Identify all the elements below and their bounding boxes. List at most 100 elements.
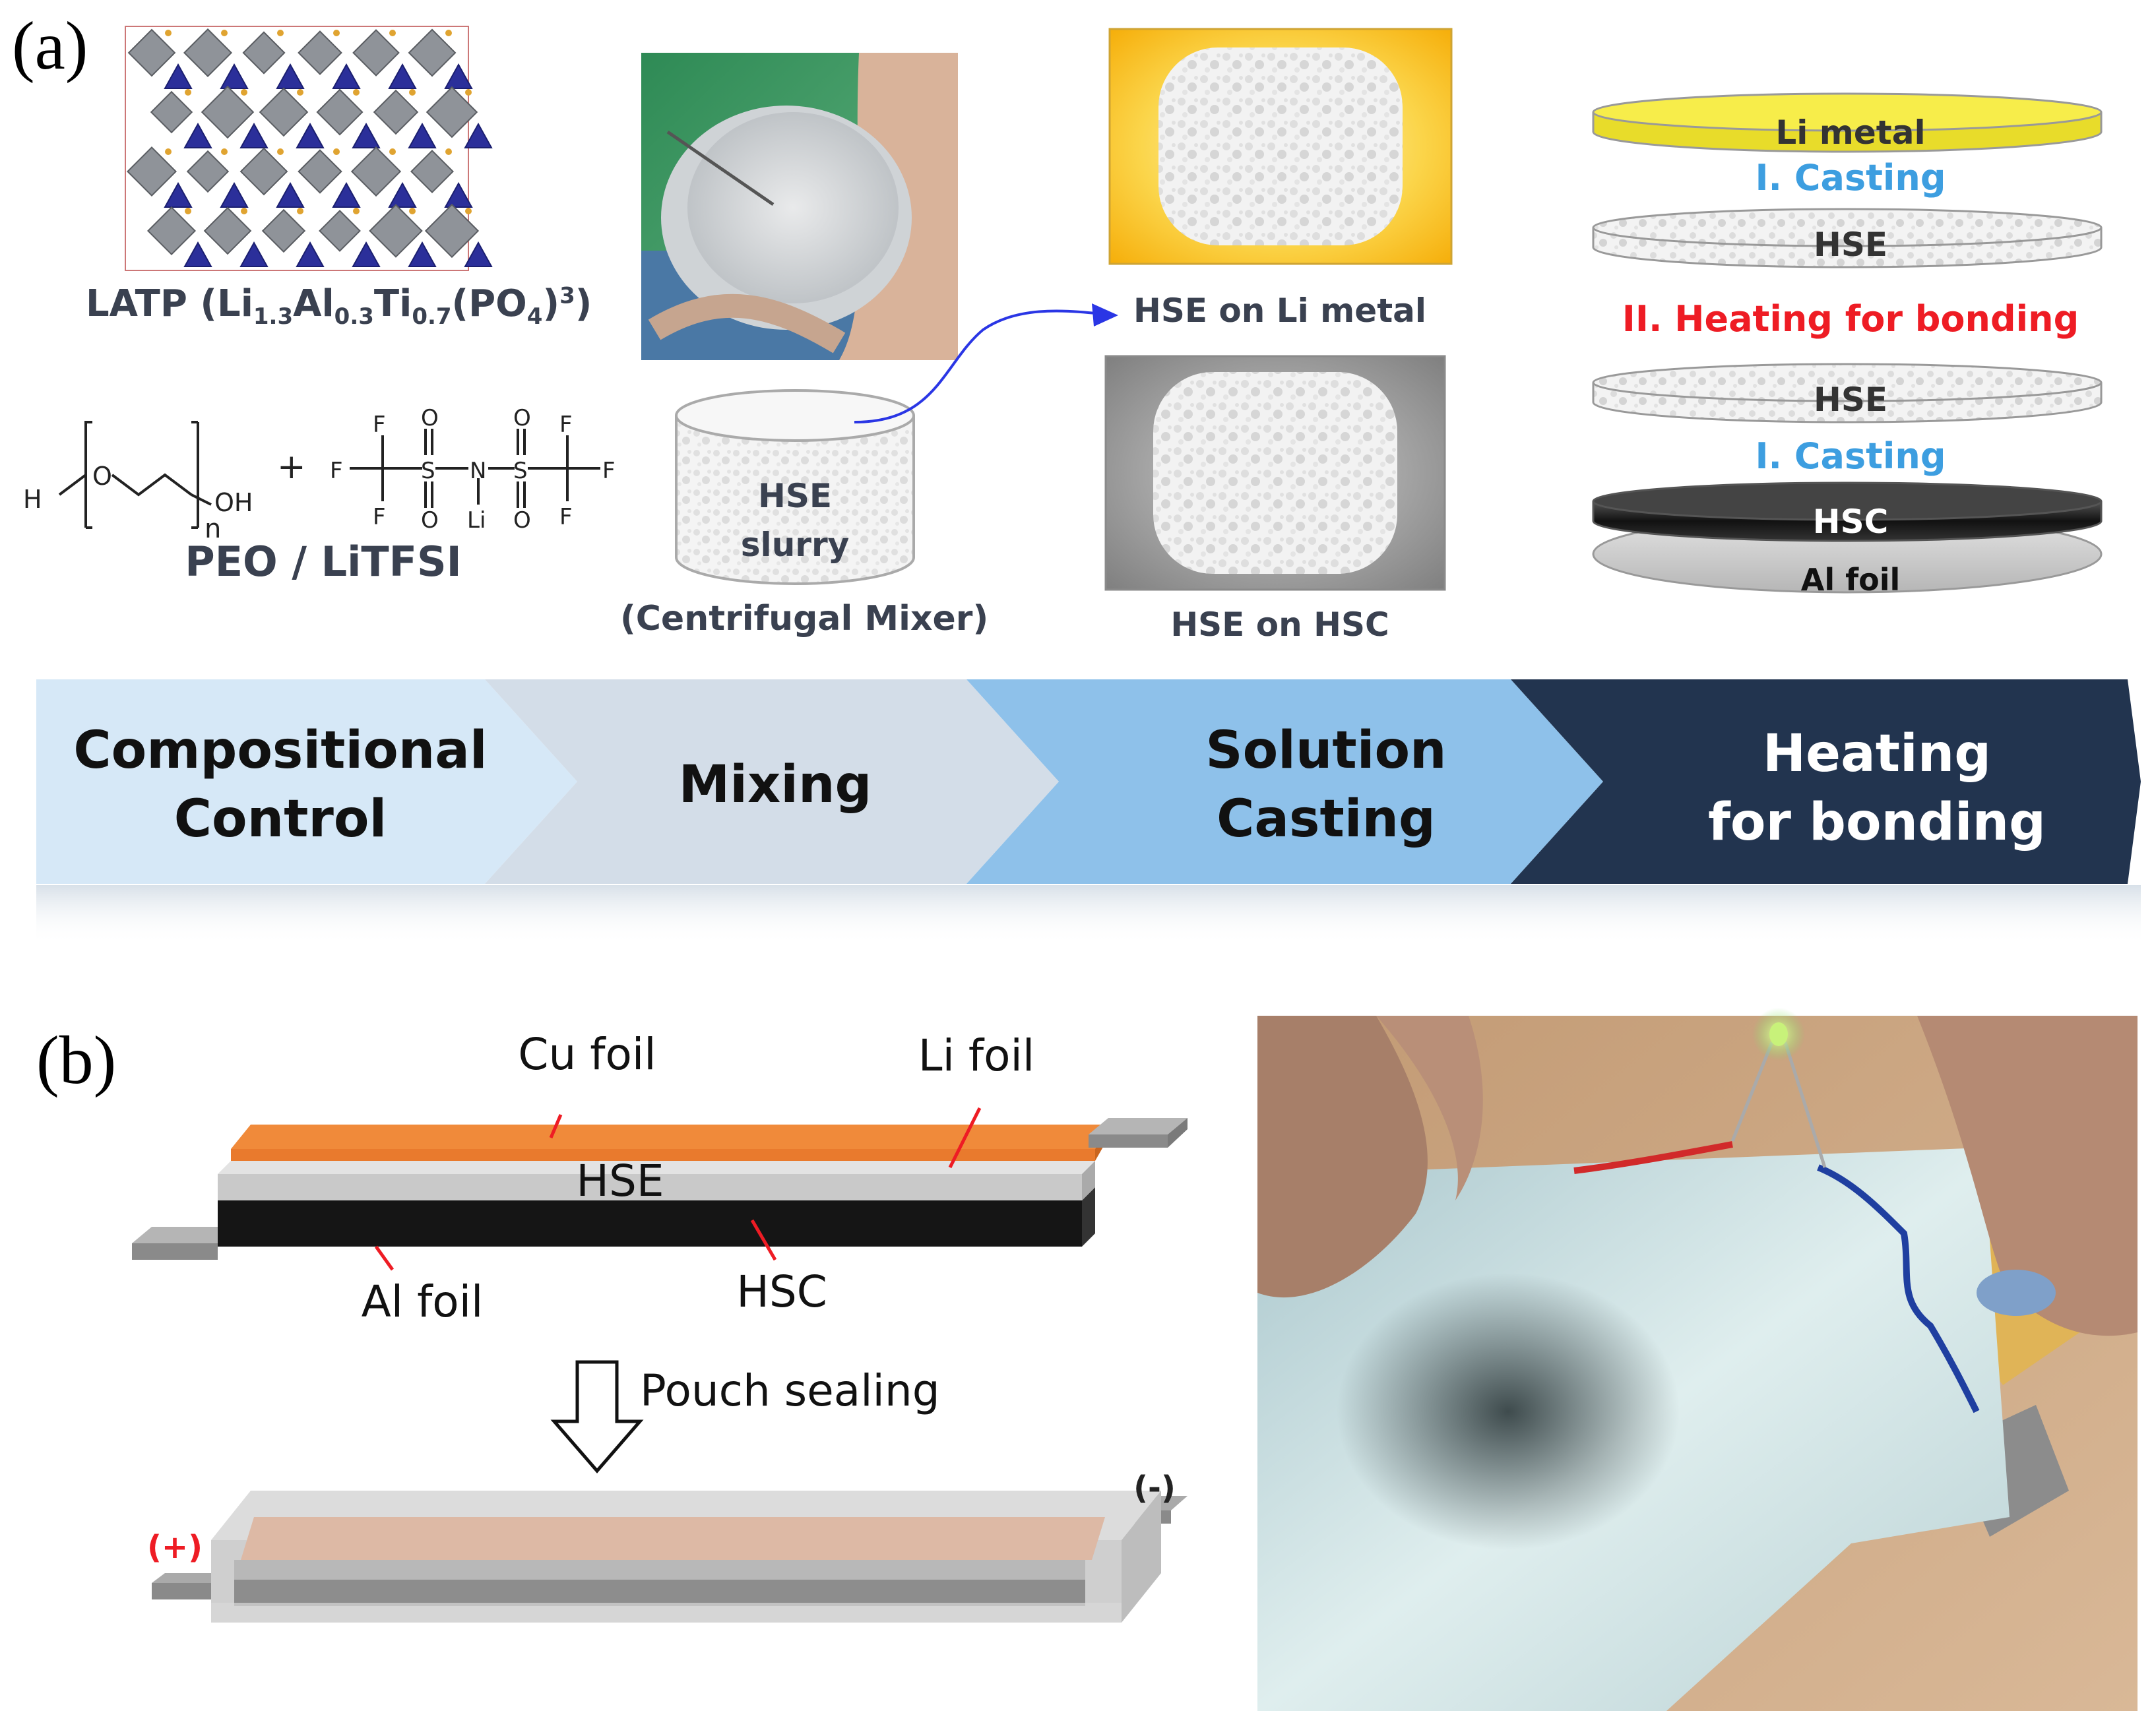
po4-tetrahedron	[183, 122, 212, 148]
li-atom	[465, 89, 472, 96]
peo-h-atom: H	[23, 485, 42, 514]
po4-tetrahedron	[220, 63, 249, 89]
ti-octahedron	[183, 28, 233, 78]
stack-casting-1: I. Casting	[1755, 157, 1946, 199]
po4-tetrahedron	[332, 181, 361, 208]
layer-stack-diagram	[1592, 92, 2103, 594]
fluorine-atom: F	[373, 504, 386, 530]
ti-octahedron	[373, 89, 419, 135]
mixer-caption: (Centrifugal Mixer)	[620, 599, 989, 638]
ti-octahedron	[146, 206, 197, 256]
li-atom	[445, 30, 452, 36]
fluorine-atom: F	[559, 504, 573, 530]
stack-al-foil: Al foil	[1800, 562, 1901, 598]
latp-label: LATP (Li1.3Al0.3Ti0.7(PO4)3)	[86, 282, 592, 330]
li-atom	[185, 208, 191, 214]
po4-tetrahedron	[352, 122, 381, 148]
pouch-plus-terminal: (+)	[146, 1529, 203, 1566]
lithium-atom: Li	[467, 507, 486, 534]
ti-octahedron	[242, 31, 286, 75]
peo-oh-group: OH	[214, 488, 253, 517]
cu-foil-label: Cu foil	[518, 1029, 656, 1080]
ti-octahedron	[127, 146, 177, 197]
sulfur-atom: S	[421, 458, 435, 484]
ti-octahedron	[261, 208, 306, 253]
nitrogen-atom: N	[470, 458, 486, 484]
ti-octahedron	[319, 210, 361, 252]
ti-octahedron	[298, 149, 342, 194]
po4-tetrahedron	[296, 241, 325, 267]
ti-octahedron	[369, 204, 423, 258]
po4-tetrahedron	[464, 122, 493, 148]
process-steps-bar	[36, 679, 2141, 945]
peo-litfsi-label: PEO / LiTFSI	[185, 538, 462, 586]
cell-layers-diagram	[132, 1107, 1188, 1271]
hsc-label: HSC	[736, 1266, 827, 1317]
ti-octahedron	[201, 85, 255, 139]
li-atom	[389, 148, 396, 155]
oxygen-atom: O	[513, 507, 531, 534]
step-mixing: Mixing	[678, 755, 872, 815]
fluorine-atom: F	[373, 412, 386, 438]
panel-b-label: (b)	[36, 1022, 117, 1098]
li-atom	[277, 148, 284, 155]
po4-tetrahedron	[296, 122, 325, 148]
ti-octahedron	[259, 87, 309, 137]
hse-on-li-image	[1108, 28, 1453, 265]
po4-tetrahedron	[220, 181, 249, 208]
li-atom	[333, 148, 340, 155]
oxygen-atom: O	[421, 405, 439, 431]
step-solution-casting-shape	[966, 679, 1603, 884]
step-heating-shape	[1511, 679, 2141, 884]
fluorine-atom: F	[330, 458, 343, 484]
li-atom	[353, 208, 360, 214]
li-atom	[241, 89, 247, 96]
li-atom	[353, 89, 360, 96]
po4-tetrahedron	[276, 63, 305, 89]
li-atom	[409, 89, 416, 96]
al-foil-label: Al foil	[361, 1276, 484, 1327]
ti-octahedron	[127, 28, 176, 77]
stack-hse-bottom: HSE	[1813, 381, 1887, 419]
po4-tetrahedron	[332, 63, 361, 89]
li-atom	[333, 30, 340, 36]
sealed-pouch-diagram	[152, 1491, 1188, 1623]
ti-octahedron	[408, 28, 457, 77]
slurry-text-1: HSE	[757, 477, 832, 515]
po4-tetrahedron	[408, 241, 437, 267]
po4-tetrahedron	[464, 241, 493, 267]
slurry-text-2: slurry	[740, 526, 850, 564]
ti-octahedron	[316, 88, 364, 136]
arrow-to-hse-on-li	[854, 303, 1118, 423]
li-foil-label: Li foil	[918, 1030, 1035, 1081]
down-arrow-icon	[550, 1360, 644, 1473]
li-atom	[297, 89, 303, 96]
step-mixing-shape	[485, 679, 1059, 884]
ti-octahedron	[352, 29, 400, 77]
pouch-sealing-label: Pouch sealing	[640, 1365, 940, 1416]
po4-tetrahedron	[164, 181, 193, 208]
ti-octahedron	[424, 203, 480, 259]
po4-tetrahedron	[388, 63, 417, 89]
li-atom	[241, 208, 247, 214]
pouch-minus-terminal: (-)	[1133, 1470, 1176, 1506]
po4-tetrahedron	[444, 181, 473, 208]
oxygen-atom: O	[513, 405, 531, 431]
li-atom	[185, 89, 191, 96]
fluorine-atom: F	[559, 412, 573, 438]
ti-octahedron	[239, 147, 288, 196]
li-atom	[165, 30, 172, 36]
po4-tetrahedron	[239, 241, 269, 267]
stack-li-metal: Li metal	[1775, 113, 1926, 152]
ti-octahedron	[186, 150, 230, 193]
stack-casting-2: I. Casting	[1755, 435, 1946, 477]
po4-tetrahedron	[183, 241, 212, 267]
li-atom	[445, 148, 452, 155]
li-atom	[465, 208, 472, 214]
stack-hse-top: HSE	[1813, 226, 1887, 264]
ti-octahedron	[298, 30, 342, 75]
hse-on-li-label: HSE on Li metal	[1133, 292, 1426, 330]
peo-o-atom: O	[92, 462, 112, 491]
li-atom	[409, 208, 416, 214]
oxygen-atom: O	[421, 507, 439, 534]
